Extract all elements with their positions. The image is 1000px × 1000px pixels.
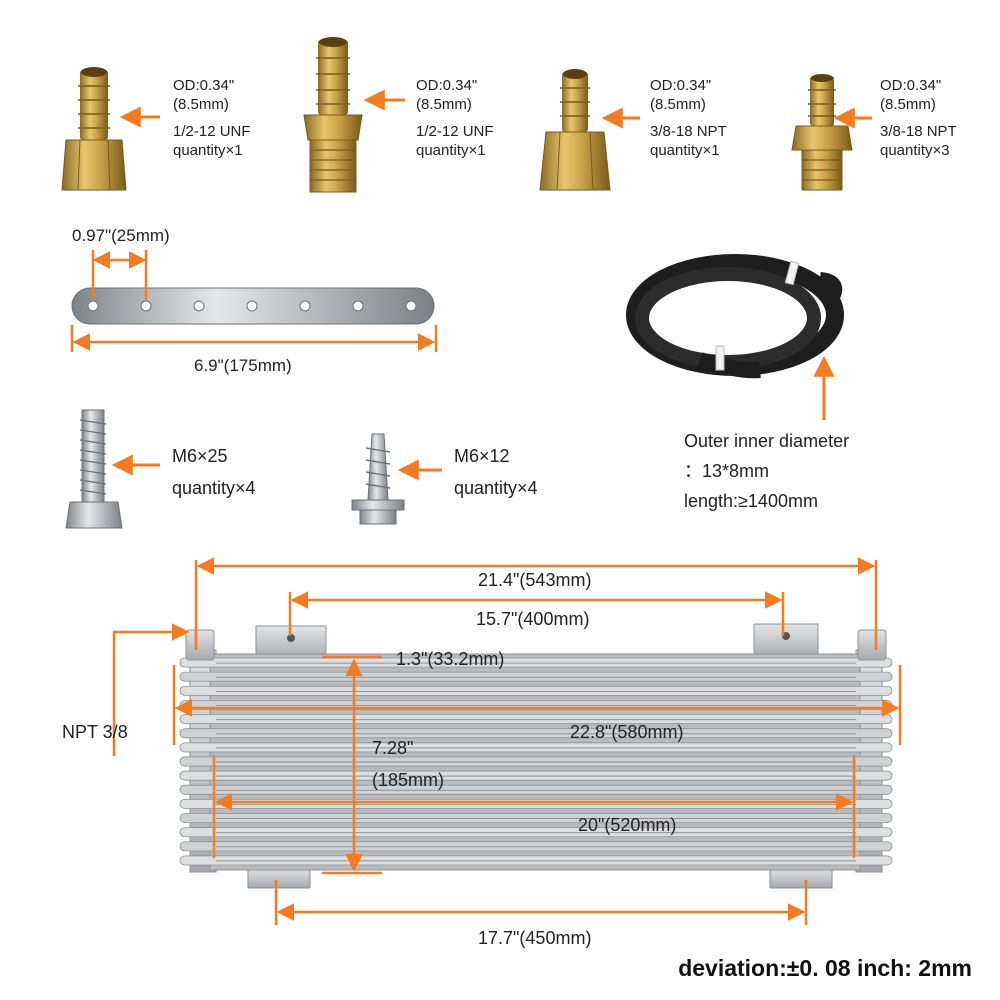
hose-label: Outer inner diameter ：13*8mm length:≥140… — [684, 426, 849, 516]
screw-size: M6×12 — [454, 446, 510, 466]
fitting-4-mm: (8.5mm) — [880, 96, 936, 113]
fitting-1-mm: (8.5mm) — [173, 96, 229, 113]
bottom-mount-spacing-marker — [274, 880, 808, 925]
fitting-3-thread: 3/8-18 NPT — [650, 123, 727, 140]
bolt-size: M6×25 — [172, 446, 228, 466]
fitting-1-qty: quantity×1 — [173, 142, 243, 159]
overall-width-marker — [194, 557, 878, 650]
deviation-note: deviation:±0. 08 inch: 2mm — [678, 955, 972, 981]
fitting-2-image — [303, 37, 363, 193]
screw-label: M6×12 quantity×4 — [454, 440, 538, 504]
port-thread-label: NPT 3/8 — [62, 722, 128, 742]
bolt-qty: quantity×4 — [172, 478, 256, 498]
fitting-3-label: OD:0.34" (8.5mm) 3/8-18 NPT quantity×1 — [650, 76, 727, 160]
fin-depth-marker — [322, 655, 382, 875]
fitting-3-image — [539, 69, 611, 191]
overall-width-label: 21.4"(543mm) — [478, 570, 592, 590]
fitting-4-od: OD:0.34" — [880, 77, 942, 94]
cooler-height-mm: (185mm) — [372, 770, 445, 790]
bracket-hole-spacing-marker — [91, 250, 148, 300]
hose-label-line-1: Outer inner diameter — [684, 431, 850, 451]
fitting-2-mm: (8.5mm) — [416, 96, 472, 113]
fitting-3-od: OD:0.34" — [650, 77, 712, 94]
fitting-1-thread: 1/2-12 UNF — [173, 123, 251, 140]
bracket-length-label: 6.9"(175mm) — [194, 356, 292, 375]
core-width-label: 20"(520mm) — [578, 815, 677, 835]
top-mount-spacing-label: 15.7"(400mm) — [476, 609, 590, 629]
fitting-4-image — [791, 74, 853, 191]
bracket-length-marker — [70, 325, 438, 352]
fitting-3-mm: (8.5mm) — [650, 96, 706, 113]
fitting-2-label: OD:0.34" (8.5mm) 1/2-12 UNF quantity×1 — [416, 76, 494, 160]
cooler-height-label: 7.28" (185mm) — [372, 732, 444, 796]
fitting-2-qty: quantity×1 — [416, 142, 486, 159]
fitting-4-thread: 3/8-18 NPT — [880, 123, 957, 140]
fin-depth-label: 1.3"(33.2mm) — [396, 649, 505, 669]
cooler-height-in: 7.28" — [372, 738, 414, 758]
fitting-4-qty: quantity×3 — [880, 142, 950, 159]
hose-label-line-2: ：13*8mm — [684, 461, 770, 481]
screw-image — [351, 433, 405, 525]
fitting-2-thread: 1/2-12 UNF — [416, 123, 494, 140]
hose-label-line-3: length:≥1400mm — [684, 491, 818, 511]
hose-image — [626, 254, 844, 379]
bolt-image — [65, 409, 123, 529]
port-leader-line — [112, 623, 190, 756]
bracket-hole-spacing-label: 0.97"(25mm) — [72, 226, 170, 245]
bottom-mount-spacing-label: 17.7"(450mm) — [478, 928, 592, 948]
total-width-label: 22.8"(580mm) — [570, 722, 684, 742]
fitting-2-od: OD:0.34" — [416, 77, 478, 94]
top-mount-spacing-marker — [288, 591, 785, 636]
bolt-label: M6×25 quantity×4 — [172, 440, 256, 504]
fitting-1-label: OD:0.34" (8.5mm) 1/2-12 UNF quantity×1 — [173, 76, 251, 160]
core-width-marker — [212, 755, 856, 858]
fitting-4-label: OD:0.34" (8.5mm) 3/8-18 NPT quantity×3 — [880, 76, 957, 160]
cooler-image — [179, 623, 893, 889]
total-width-marker — [172, 665, 902, 745]
fitting-3-qty: quantity×1 — [650, 142, 720, 159]
fitting-1-image — [61, 67, 127, 191]
fitting-1-od: OD:0.34" — [173, 77, 235, 94]
bracket-image — [71, 287, 435, 325]
screw-qty: quantity×4 — [454, 478, 538, 498]
